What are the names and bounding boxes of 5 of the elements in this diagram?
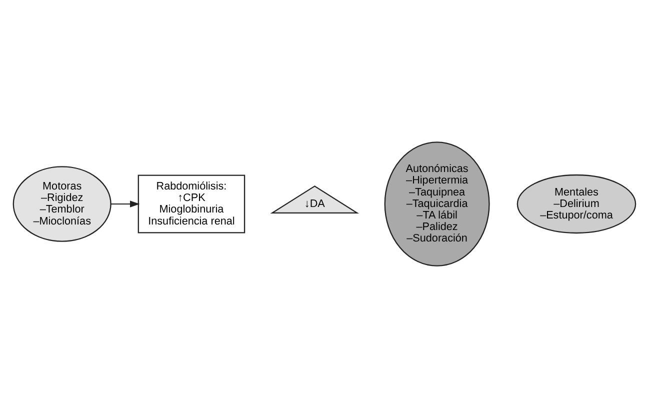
arrow [110,200,140,208]
node-ellipse: Mentales –Delirium –Estupor/coma [516,174,636,234]
node-ellipse: Motoras –Rigidez –Temblor –Mioclonías [12,166,112,242]
node-ellipse: Autonómicas –Hipertermia –Taquipnea –Taquicardia –TA lábil –Palidez –Sudoración [384,142,490,266]
node-box: Rabdomiólisis: ↑CPK Mioglobinuria Insuficiencia renal [138,174,246,234]
